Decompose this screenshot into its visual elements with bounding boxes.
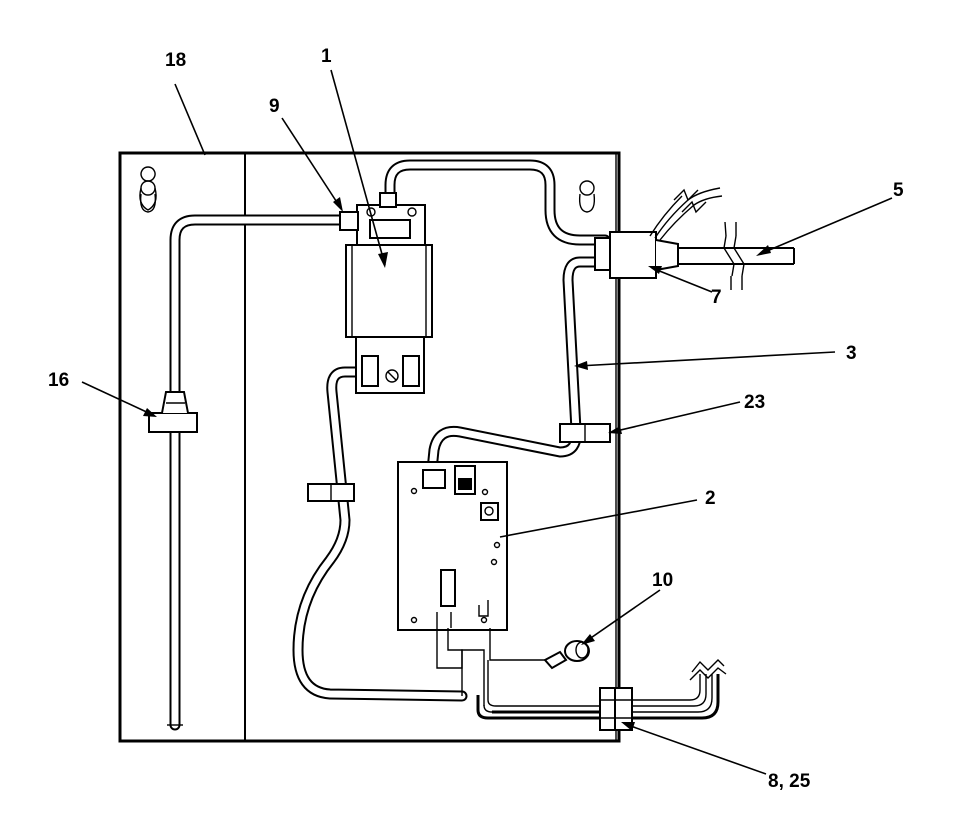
callout-labels: 18 1 9 5 7 16 3 23 2 10 8, 25 <box>48 46 904 792</box>
callout-8-25: 8, 25 <box>768 771 811 792</box>
callout-5: 5 <box>893 180 904 201</box>
solenoid-assembly <box>345 192 433 394</box>
tube-3-upper <box>384 159 611 246</box>
tube-3-lower <box>426 256 606 476</box>
keyhole-slot-right <box>578 180 596 213</box>
callout-9: 9 <box>269 96 280 117</box>
sensing-tube <box>167 214 351 731</box>
tube-clip-left <box>307 483 355 502</box>
bulkhead-fitting-8-25 <box>476 659 727 731</box>
external-tube-5 <box>678 221 795 290</box>
callout-10: 10 <box>652 570 673 591</box>
sensor-10 <box>543 640 590 670</box>
callout-3: 3 <box>846 343 857 364</box>
callout-2: 2 <box>705 488 716 509</box>
callout-7: 7 <box>711 287 722 308</box>
tube-clip-23 <box>559 423 611 443</box>
tube-clamp-16 <box>148 391 198 433</box>
pcb-wires <box>436 628 605 713</box>
callout-18: 18 <box>165 50 186 71</box>
fitting-9 <box>339 211 359 231</box>
tube-left-loop <box>292 366 468 702</box>
external-cable-upper <box>649 187 723 241</box>
callout-1: 1 <box>321 46 332 67</box>
callout-23: 23 <box>744 392 765 413</box>
leader-lines <box>81 69 893 775</box>
control-board <box>397 461 508 631</box>
callout-16: 16 <box>48 370 69 391</box>
bulkhead-fitting-7 <box>594 231 679 279</box>
keyhole-slot-left <box>139 166 157 213</box>
